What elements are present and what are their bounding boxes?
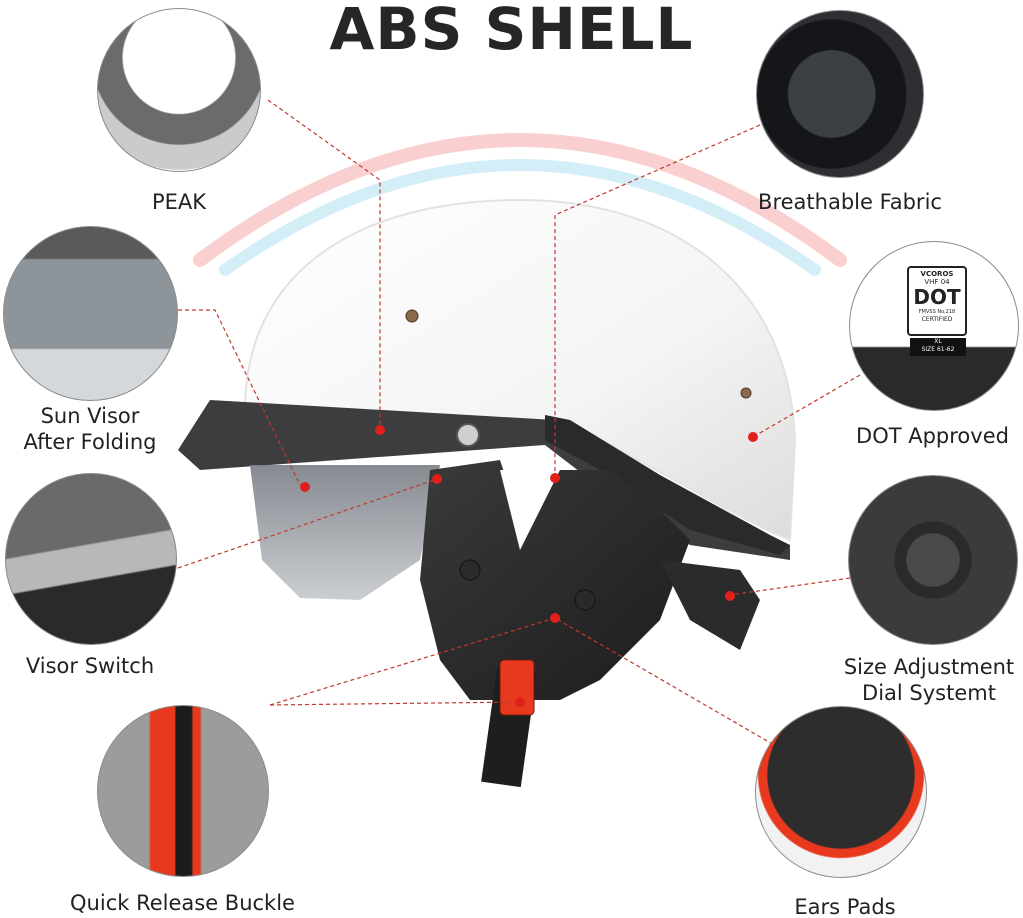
size-adjustment-label: Size Adjustment Dial Systemt	[835, 654, 1023, 706]
size-adjustment-label-line2: Dial Systemt	[862, 681, 996, 705]
breathable-fabric-detail-image	[756, 10, 924, 178]
dot-size-row: SIZE 61-62	[910, 346, 966, 354]
peak-label: PEAK	[151, 190, 207, 214]
dot-size-value: XL	[934, 338, 942, 345]
dot-size-badge: XL SIZE 61-62	[910, 338, 966, 356]
dot-size-label: SIZE	[921, 346, 936, 353]
dot-model: VHF 04	[924, 278, 950, 286]
dot-sticker: VCOROS VHF 04 DOT FMVSS No.218 CERTIFIED	[907, 266, 967, 336]
ears-pads-detail-image	[755, 706, 927, 878]
breathable-fabric-label: Breathable Fabric	[758, 190, 942, 214]
peak-detail-image	[97, 8, 261, 172]
quick-release-buckle-detail-image	[97, 705, 269, 877]
ears-pads-label: Ears Pads	[794, 895, 896, 918]
page-title: ABS SHELL	[329, 0, 694, 63]
size-adjustment-detail-image	[848, 475, 1018, 645]
visor-switch-label: Visor Switch	[25, 654, 155, 678]
sun-visor-label: Sun Visor After Folding	[0, 403, 180, 455]
sun-visor-label-line1: Sun Visor	[40, 404, 140, 428]
dot-certified: CERTIFIED	[921, 316, 953, 323]
dot-brand: VCOROS	[920, 270, 954, 278]
size-adjustment-label-line1: Size Adjustment	[843, 655, 1015, 679]
dot-standard: FMVSS No.218	[918, 309, 956, 315]
dot-size-range: 61-62	[936, 346, 955, 353]
sun-visor-detail-image	[3, 226, 178, 401]
visor-switch-detail-image	[5, 473, 177, 645]
decorative-arcs	[193, 133, 847, 276]
dot-mark: DOT	[913, 285, 961, 309]
quick-release-buckle-label: Quick Release Buckle	[70, 891, 295, 915]
sun-visor-label-line2: After Folding	[23, 430, 157, 454]
dot-approved-label: DOT Approved	[856, 424, 1009, 448]
dot-approved-detail-image: VCOROS VHF 04 DOT FMVSS No.218 CERTIFIED…	[849, 241, 1019, 411]
